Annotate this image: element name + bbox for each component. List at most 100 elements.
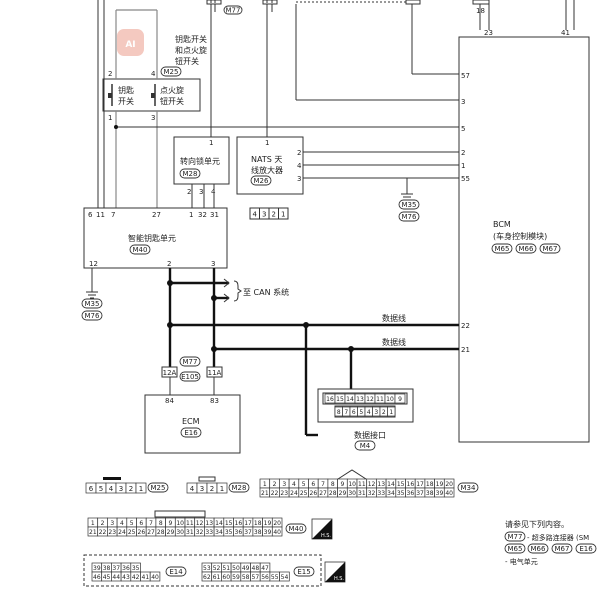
can-system-label: 至 CAN 系统 xyxy=(243,287,289,297)
dlc-pin-label: 11 xyxy=(376,396,384,403)
ecm-unit: 84 83 ECM E16 xyxy=(144,394,241,454)
e15-pin-label: 60 xyxy=(222,574,230,581)
e15-pin-label: 50 xyxy=(232,565,240,572)
svg-text:4: 4 xyxy=(252,211,257,219)
svg-text:E15: E15 xyxy=(297,568,310,576)
m25-pin-label: 5 xyxy=(99,485,103,493)
m25-pin-label: 6 xyxy=(89,485,94,493)
svg-text:E16: E16 xyxy=(579,545,593,553)
e15-pin-label: 59 xyxy=(232,574,240,581)
m28-pin-cell xyxy=(216,482,228,494)
e15-pin-label: 47 xyxy=(261,565,269,572)
m34-pin-label: 25 xyxy=(300,490,308,497)
m40-pin-cell xyxy=(271,526,283,537)
m34-pin-label: 32 xyxy=(368,490,376,497)
m40-pin-label: 38 xyxy=(254,529,262,536)
m40-pin-label: 15 xyxy=(225,520,233,527)
top-connector-stubs: M77 xyxy=(206,0,490,15)
svg-text:M28: M28 xyxy=(232,484,247,492)
m40-pin-label: 5 xyxy=(130,520,134,527)
svg-text:钮开关: 钮开关 xyxy=(175,56,199,66)
svg-text:7: 7 xyxy=(111,211,115,219)
m34-pin-label: 7 xyxy=(321,481,325,488)
m40-pin-label: 34 xyxy=(215,529,223,536)
e15-pin-label: 56 xyxy=(261,574,269,581)
m34-pin-label: 35 xyxy=(397,490,405,497)
dlc-pin-label: 13 xyxy=(356,396,364,403)
svg-text:1: 1 xyxy=(189,211,193,219)
svg-text:6: 6 xyxy=(88,211,93,219)
m28-pin-label: 3 xyxy=(200,485,204,493)
m34-pin-label: 4 xyxy=(292,481,296,488)
m34-pin-label: 28 xyxy=(329,490,337,497)
svg-text:83: 83 xyxy=(210,397,219,405)
m34-pin-label: 18 xyxy=(426,481,434,488)
svg-text:M76: M76 xyxy=(402,213,417,221)
e15-pin-label: 57 xyxy=(252,574,260,581)
svg-text:21: 21 xyxy=(461,346,470,354)
m40-pin-label: 1 xyxy=(91,520,95,527)
m40-pin-label: 33 xyxy=(205,529,213,536)
m40-pin-label: 9 xyxy=(169,520,173,527)
ground-symbol-left: M35 M76 xyxy=(81,291,103,321)
key-switch: 钥匙开关 和点火旋 钮开关 M25 2 4 1 3 钥匙 开关 点火旋 钮开关 xyxy=(102,34,207,122)
ground-symbol-right: M35 M76 xyxy=(398,193,420,222)
svg-text:M40: M40 xyxy=(289,525,304,533)
e14-pin-label: 42 xyxy=(132,574,140,581)
reference-note: 请参见下列内容。 M77 - 超多路连接器 (SM M65 M66 M67 E1… xyxy=(504,519,597,566)
m28-pin-label: 2 xyxy=(210,485,214,493)
nats-antenna-amp: 1 NATS 天 线放大器 M26 2 4 3 xyxy=(236,136,304,195)
data-line-label-2: 数据线 xyxy=(382,337,406,347)
svg-text:NATS 天: NATS 天 xyxy=(251,155,282,164)
svg-text:32: 32 xyxy=(198,211,207,219)
svg-text:M35: M35 xyxy=(402,201,417,209)
svg-text:转向锁单元: 转向锁单元 xyxy=(180,156,220,166)
svg-text:M77: M77 xyxy=(508,533,523,541)
m25-pin-cell xyxy=(135,482,147,494)
dlc-pin-label: 7 xyxy=(344,409,348,416)
svg-text:2: 2 xyxy=(167,260,171,268)
dlc-pin-label: 3 xyxy=(374,409,378,416)
e14-pin-label: 45 xyxy=(103,574,111,581)
dlc-pin-label: 12 xyxy=(366,396,374,403)
m34-pin-label: 13 xyxy=(377,481,385,488)
e15-pin-label: 52 xyxy=(213,565,221,572)
m40-pin-label: 39 xyxy=(264,529,272,536)
svg-text:1: 1 xyxy=(108,114,112,122)
e15-pin-label: 61 xyxy=(213,574,221,581)
m34-pin-label: 1 xyxy=(263,481,267,488)
m34-pin-label: 30 xyxy=(348,490,356,497)
dlc-pin-cell xyxy=(387,406,396,417)
m34-pin-label: 5 xyxy=(302,481,306,488)
m34-pin-label: 23 xyxy=(280,490,288,497)
svg-text:5: 5 xyxy=(461,125,465,133)
dlc-pin-label: 15 xyxy=(336,396,344,403)
m40-pin-label: 12 xyxy=(196,520,204,527)
svg-text:84: 84 xyxy=(165,397,174,405)
svg-text:E105: E105 xyxy=(181,373,199,381)
svg-text:11: 11 xyxy=(96,211,105,219)
m40-pin-label: 14 xyxy=(215,520,223,527)
e14-pin-label: 44 xyxy=(112,574,120,581)
svg-text:3: 3 xyxy=(199,188,203,196)
nats-connector-face: 4 3 2 1 xyxy=(249,207,289,220)
hs-icon: H.S. xyxy=(324,561,346,583)
m25-pin-label: 3 xyxy=(119,485,123,493)
m25-pin-label: 2 xyxy=(129,485,133,493)
m40-pin-label: 32 xyxy=(196,529,204,536)
svg-text:M66: M66 xyxy=(531,545,546,553)
svg-text:钮开关: 钮开关 xyxy=(160,96,184,106)
e15-pin-label: 53 xyxy=(203,565,211,572)
svg-text:3: 3 xyxy=(297,175,301,183)
m34-pin-label: 38 xyxy=(426,490,434,497)
svg-text:4: 4 xyxy=(151,70,156,78)
m40-pin-label: 35 xyxy=(225,529,233,536)
dlc-pin-cell xyxy=(394,393,406,404)
dlc-pin-label: 5 xyxy=(359,409,363,416)
m40-pin-label: 20 xyxy=(273,520,281,527)
e14-pin-label: 37 xyxy=(112,565,120,572)
